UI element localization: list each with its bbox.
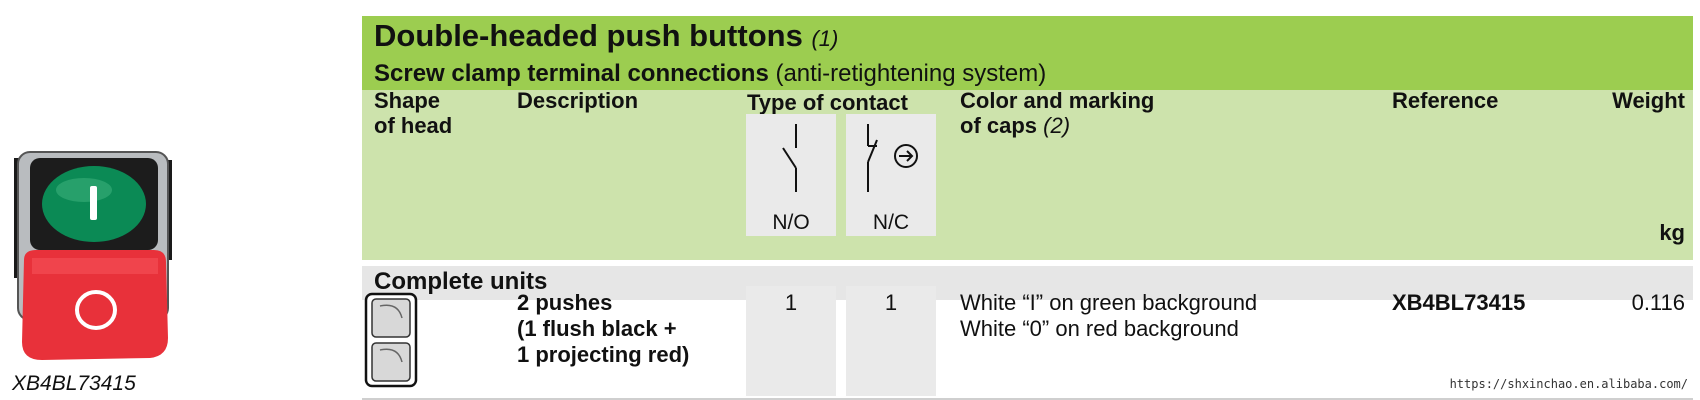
normally-closed-symbol-icon <box>867 124 918 192</box>
product-photo <box>14 151 172 360</box>
row-divider <box>362 398 1693 400</box>
row-contact-no-cell <box>746 286 836 396</box>
header-shape: Shape of head <box>374 88 453 138</box>
table-title: Double-headed push buttons (1) <box>374 18 839 53</box>
column-header-band <box>362 90 1693 260</box>
contact-nc-label: N/C <box>872 211 910 234</box>
header-weight-unit: kg <box>1659 220 1685 245</box>
header-description: Description <box>517 88 639 113</box>
row-color-marking: White “I” on green background White “0” … <box>960 290 1258 341</box>
header-contact-type: Type of contact <box>747 90 908 115</box>
header-reference: Reference <box>1392 88 1499 113</box>
row-weight: 0.116 <box>1631 290 1685 315</box>
row-contact-no-count: 1 <box>784 290 798 315</box>
normally-open-symbol-icon <box>782 124 797 192</box>
product-photo-caption: XB4BL73415 <box>12 372 136 395</box>
section-title: Complete units <box>374 268 548 295</box>
product-table: Double-headed push buttons (1) Screw cla… <box>362 16 1693 400</box>
row-description: 2 pushes (1 flush black + 1 projecting r… <box>517 290 690 367</box>
title-band: Double-headed push buttons (1) Screw cla… <box>362 16 1693 90</box>
title-footnote: (1) <box>811 26 839 51</box>
contact-no-header: N/O <box>746 114 836 236</box>
table-subtitle: Screw clamp terminal connections (anti-r… <box>374 60 1047 87</box>
header-color-marking: Color and marking of caps (2) <box>960 88 1155 138</box>
contact-no-label: N/O <box>772 211 810 234</box>
row-contact-nc-cell <box>846 286 936 396</box>
section-band: Complete units <box>362 266 1693 300</box>
row-reference: XB4BL73415 <box>1392 290 1526 315</box>
color-marking-footnote: (2) <box>1043 113 1071 138</box>
contact-nc-header: N/C <box>846 114 936 236</box>
header-weight: Weight <box>1612 88 1685 113</box>
watermark-url: https://shxinchao.en.alibaba.com/ <box>1449 377 1688 391</box>
row-contact-nc-count: 1 <box>884 290 898 315</box>
double-head-shape-icon <box>364 292 418 388</box>
